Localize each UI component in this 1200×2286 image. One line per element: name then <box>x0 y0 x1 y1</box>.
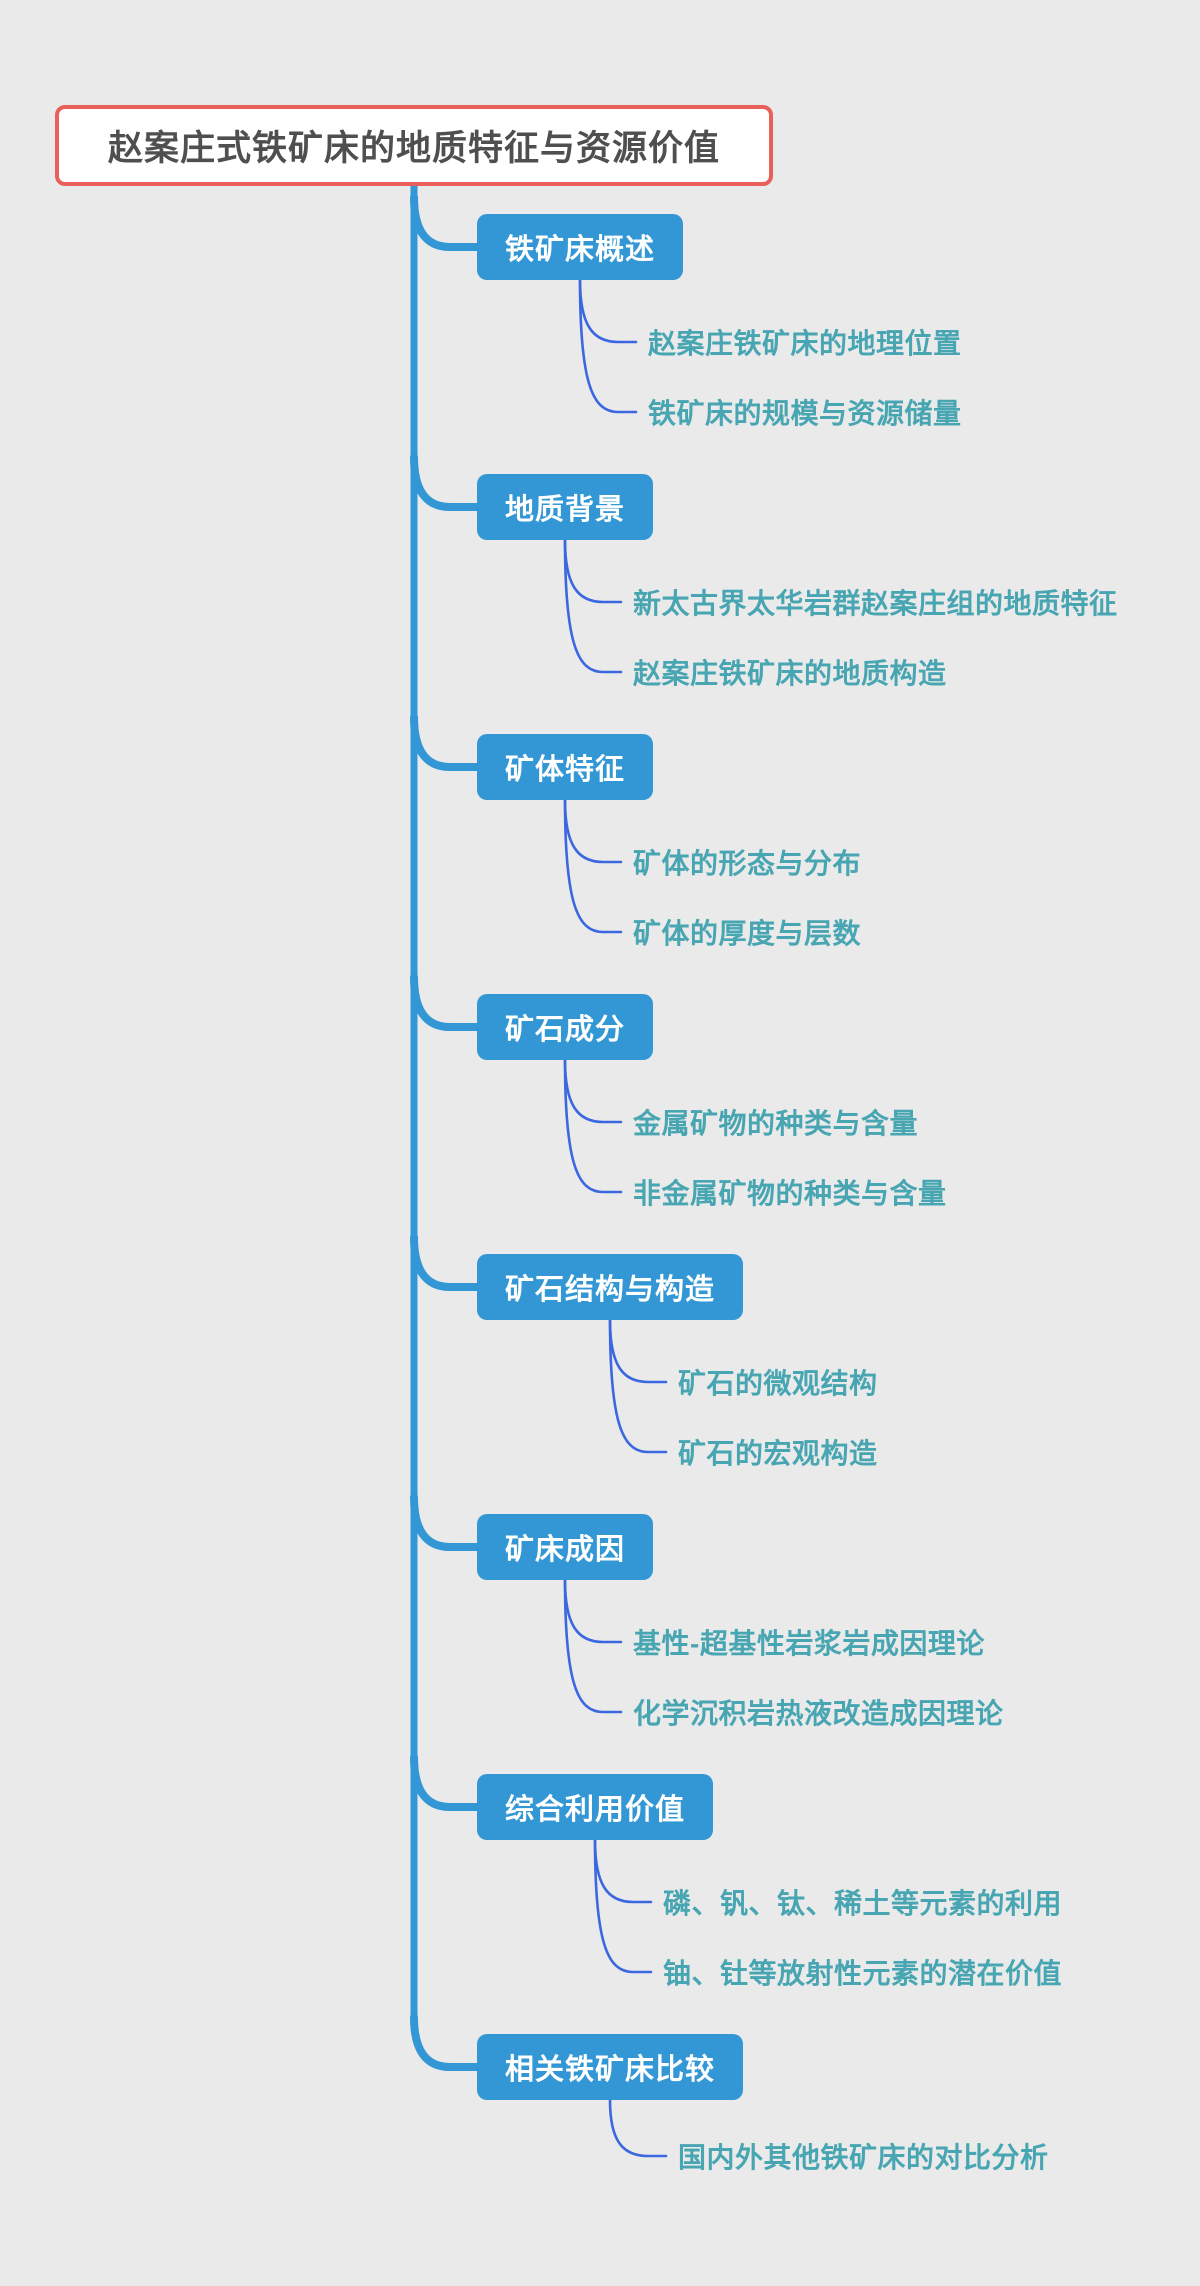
subtopic-node-2-2[interactable]: 赵案庄铁矿床的地质构造 <box>633 658 947 689</box>
subtopic-node-5-2[interactable]: 矿石的宏观构造 <box>678 1438 878 1469</box>
branch-label: 综合利用价值 <box>504 1794 685 1826</box>
branch-elbow-7 <box>410 1753 483 1811</box>
subtopic-node-5-1[interactable]: 矿石的微观结构 <box>678 1368 878 1399</box>
branch-label: 矿床成因 <box>504 1534 625 1566</box>
child-connector-4-2 <box>563 1058 623 1194</box>
child-connector-5-2 <box>608 1318 668 1454</box>
branch-label: 地质背景 <box>504 494 625 526</box>
branch-elbow-2 <box>410 453 483 511</box>
child-connector-3-2 <box>563 798 623 934</box>
child-connector-2-1 <box>563 538 623 604</box>
branch-elbow-5 <box>410 1233 483 1291</box>
subtopic-node-6-1[interactable]: 基性-超基性岩浆岩成因理论 <box>633 1628 985 1659</box>
branch-node-8[interactable]: 相关铁矿床比较 <box>477 2034 743 2100</box>
branch-label: 铁矿床概述 <box>504 234 655 266</box>
branch-node-4[interactable]: 矿石成分 <box>477 994 653 1060</box>
child-connector-1-1 <box>578 278 638 344</box>
branch-label: 相关铁矿床比较 <box>504 2054 715 2086</box>
subtopic-node-4-2[interactable]: 非金属矿物的种类与含量 <box>633 1178 947 1209</box>
subtopic-node-7-2[interactable]: 铀、钍等放射性元素的潜在价值 <box>663 1958 1063 1989</box>
child-connector-4-1 <box>563 1058 623 1124</box>
root-topic-label: 赵案庄式铁矿床的地质特征与资源价值 <box>107 129 720 168</box>
child-connector-3-1 <box>563 798 623 864</box>
branch-label: 矿石成分 <box>504 1014 625 1046</box>
branch-node-5[interactable]: 矿石结构与构造 <box>477 1254 743 1320</box>
subtopic-node-1-2[interactable]: 铁矿床的规模与资源储量 <box>648 398 962 429</box>
subtopic-node-3-2[interactable]: 矿体的厚度与层数 <box>633 918 862 949</box>
branch-node-3[interactable]: 矿体特征 <box>477 734 653 800</box>
subtopic-node-8-1[interactable]: 国内外其他铁矿床的对比分析 <box>678 2142 1049 2173</box>
branch-label: 矿石结构与构造 <box>504 1274 715 1306</box>
child-connector-8-1 <box>608 2098 668 2158</box>
root-topic-node[interactable]: 赵案庄式铁矿床的地质特征与资源价值 <box>55 105 773 186</box>
branch-elbow-6 <box>410 1493 483 1551</box>
child-connector-2-2 <box>563 538 623 674</box>
child-connector-6-2 <box>563 1578 623 1714</box>
branch-node-6[interactable]: 矿床成因 <box>477 1514 653 1580</box>
child-connector-5-1 <box>608 1318 668 1384</box>
subtopic-node-2-1[interactable]: 新太古界太华岩群赵案庄组的地质特征 <box>633 588 1118 619</box>
branch-elbow-4 <box>410 973 483 1031</box>
subtopic-node-1-1[interactable]: 赵案庄铁矿床的地理位置 <box>648 328 962 359</box>
subtopic-node-4-1[interactable]: 金属矿物的种类与含量 <box>633 1108 919 1139</box>
branch-node-2[interactable]: 地质背景 <box>477 474 653 540</box>
branch-elbow-3 <box>410 713 483 771</box>
subtopic-node-6-2[interactable]: 化学沉积岩热液改造成因理论 <box>633 1698 1004 1729</box>
subtopic-node-7-1[interactable]: 磷、钒、钛、稀土等元素的利用 <box>663 1888 1063 1919</box>
branch-label: 矿体特征 <box>504 754 625 786</box>
child-connector-7-1 <box>593 1838 653 1904</box>
child-connector-6-1 <box>563 1578 623 1644</box>
branch-node-1[interactable]: 铁矿床概述 <box>477 214 683 280</box>
subtopic-node-3-1[interactable]: 矿体的形态与分布 <box>633 848 862 879</box>
branch-node-7[interactable]: 综合利用价值 <box>477 1774 713 1840</box>
child-connector-1-2 <box>578 278 638 414</box>
child-connector-7-2 <box>593 1838 653 1974</box>
branch-elbow-8 <box>410 2013 483 2071</box>
branch-elbow-1 <box>410 193 483 251</box>
